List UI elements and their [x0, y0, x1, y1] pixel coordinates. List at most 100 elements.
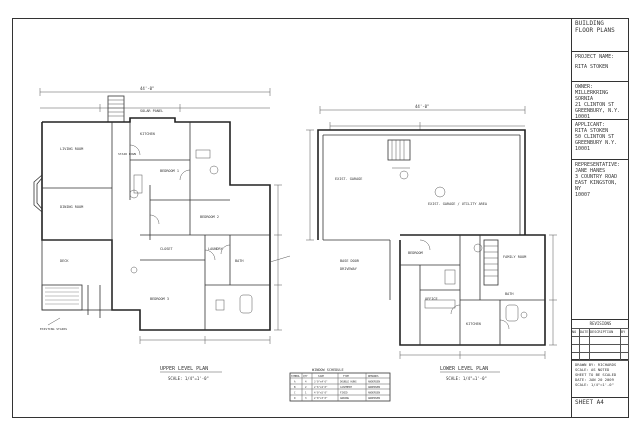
ws-h-remarks: REMARKS — [368, 374, 379, 378]
lower-plan-title: LOWER LEVEL PLAN — [440, 366, 488, 372]
revisions-table: NO DATE DESCRIPTION BY — [572, 329, 629, 361]
title-line-2: FLOOR PLANS — [575, 27, 615, 34]
upper-label-stair: STAIR DOWN — [118, 152, 136, 156]
note-line: DRAWN BY: RICHARDS — [575, 362, 617, 367]
project-name: RITA STOKEN — [575, 64, 609, 70]
representative-line: 3 COUNTRY ROAD — [575, 174, 618, 180]
title-line-1: BUILDING — [575, 20, 604, 27]
ws-h-size: SIZE — [318, 374, 325, 378]
sheet-number: SHEET A4 — [575, 399, 604, 406]
lower-room-office: OFFICE — [425, 297, 438, 301]
ws-cell: B — [294, 385, 296, 389]
ws-cell: 3'0"x4'6" — [314, 380, 328, 384]
upper-room-kitchen: KITCHEN — [140, 132, 155, 136]
ws-cell: ANDERSEN — [368, 396, 381, 400]
ws-cell: 3 — [305, 396, 307, 400]
revisions-label: REVISIONS — [572, 320, 629, 329]
rev-cell — [621, 337, 629, 345]
ws-h-qty: QTY — [303, 374, 308, 378]
rev-h-no: NO — [572, 329, 580, 337]
ws-cell: A — [294, 380, 296, 384]
representative-line: 10007 — [575, 192, 591, 198]
upper-room-bed3: BEDROOM 3 — [150, 297, 169, 301]
ws-cell: C — [294, 391, 296, 395]
upper-label-existing-stairs: EXISTING STAIRS — [40, 327, 67, 331]
lower-room-family: FAMILY ROOM — [503, 255, 526, 259]
rev-cell — [572, 345, 580, 353]
lower-room-kitchen: KITCHEN — [466, 322, 481, 326]
rev-h-desc: DESCRIPTION — [590, 329, 621, 337]
upper-overall-dim: 44'-0" — [140, 86, 154, 91]
lower-room-bedroom: BEDROOM — [408, 251, 423, 255]
title-block-applicant: APPLICANT: RITA STOKEN 50 CLINTON ST GRE… — [572, 120, 629, 160]
rev-cell — [572, 353, 580, 361]
representative-line: EAST KINGSTON, NY — [575, 180, 618, 192]
upper-plan-title: UPPER LEVEL PLAN — [160, 366, 208, 372]
lower-overall-dim: 44'-0" — [415, 104, 429, 109]
ws-cell: 2'6"x4'0" — [314, 385, 328, 389]
lower-label-base-door: BASE DOOR — [340, 259, 360, 263]
rev-cell — [580, 353, 590, 361]
table-row: A 4 3'0"x4'6" DOUBLE HUNG ANDERSEN — [294, 380, 381, 384]
ws-cell: AWNING — [340, 396, 350, 400]
lower-level-plan: 44'-0" EXIST. GARAGE EXIST. GARAGE / UTI… — [306, 104, 557, 381]
owner-line: 21 CLINTON ST — [575, 102, 615, 108]
upper-room-bed2: BEDROOM 2 — [200, 215, 219, 219]
ws-h-type: TYPE — [343, 374, 350, 378]
applicant-line: GREENBURY N.Y. — [575, 140, 618, 146]
title-block-project: PROJECT NAME: RITA STOKEN — [572, 52, 629, 82]
window-schedule-header-row: SYMBOL QTY SIZE TYPE REMARKS — [291, 374, 379, 378]
note-line: SCALE: AS NOTED — [575, 367, 610, 372]
table-row: D 3 2'0"x3'0" AWNING ANDERSEN — [294, 396, 381, 400]
lower-plan-scale: SCALE: 1/4"=1'-0" — [446, 376, 487, 381]
lower-room-bath: BATH — [505, 292, 513, 296]
title-block-notes: DRAWN BY: RICHARDS SCALE: AS NOTED SHEET… — [572, 360, 629, 398]
ws-cell: FIXED — [340, 391, 348, 395]
title-block-title: BUILDING FLOOR PLANS — [572, 18, 629, 52]
lower-room-garage: EXIST. GARAGE — [335, 177, 362, 181]
applicant-label: APPLICANT: — [575, 122, 606, 128]
upper-room-bed1: BEDROOM 1 — [160, 169, 179, 173]
owner-line: 10001 — [575, 114, 591, 120]
upper-label-solar: SOLAR PANEL — [140, 109, 163, 113]
window-schedule-title: WINDOW SCHEDULE — [312, 368, 344, 372]
upper-level-plan: 44'-0" LIVING ROOM DINING ROOM KITCHEN B… — [33, 86, 291, 381]
ws-cell: 2'0"x3'0" — [314, 396, 328, 400]
lower-label-driveway: DRIVEWAY — [340, 267, 358, 271]
ws-cell: 4 — [305, 380, 307, 384]
project-name-label: PROJECT NAME: — [575, 54, 615, 60]
note-line: DATE: JAN 20 2009 — [575, 377, 614, 382]
ws-cell: ANDERSEN — [368, 385, 381, 389]
note-line: SCALE: 1/4"=1'-0" — [575, 382, 614, 387]
upper-room-laundry: LAUNDRY — [208, 247, 224, 251]
ws-cell: D — [294, 396, 296, 400]
rev-cell — [580, 345, 590, 353]
ws-cell: ANDERSEN — [368, 380, 381, 384]
rev-h-by: BY — [621, 329, 629, 337]
ws-cell: 4'0"x5'0" — [314, 391, 328, 395]
upper-room-bath: BATH — [235, 259, 243, 263]
table-row: C 1 4'0"x5'0" FIXED ANDERSEN — [294, 391, 381, 395]
upper-room-living: LIVING ROOM — [60, 147, 83, 151]
rev-cell — [590, 353, 621, 361]
upper-room-deck: DECK — [60, 259, 69, 263]
ws-cell: ANDERSEN — [368, 391, 381, 395]
ws-cell: CASEMENT — [340, 385, 353, 389]
drawing-sheet-border — [12, 18, 629, 418]
upper-room-dining: DINING ROOM — [60, 205, 83, 209]
table-row: B 2 2'6"x4'0" CASEMENT ANDERSEN — [294, 385, 381, 389]
upper-plan-scale: SCALE: 1/4"=1'-0" — [168, 376, 209, 381]
title-block-representative: REPRESENTATIVE: JANE HANES 3 COUNTRY ROA… — [572, 160, 629, 320]
owner-line: MILLERKRING SORNIA — [575, 90, 609, 102]
rev-cell — [590, 345, 621, 353]
representative-line: JANE HANES — [575, 168, 606, 174]
rev-cell — [590, 337, 621, 345]
ws-cell: DOUBLE HUNG — [340, 380, 357, 384]
applicant-line: 10001 — [575, 146, 591, 152]
rev-cell — [621, 345, 629, 353]
rev-cell — [621, 353, 629, 361]
representative-label: REPRESENTATIVE: — [575, 162, 621, 168]
applicant-line: 50 CLINTON ST — [575, 134, 615, 140]
applicant-line: RITA STOKEN — [575, 128, 609, 134]
